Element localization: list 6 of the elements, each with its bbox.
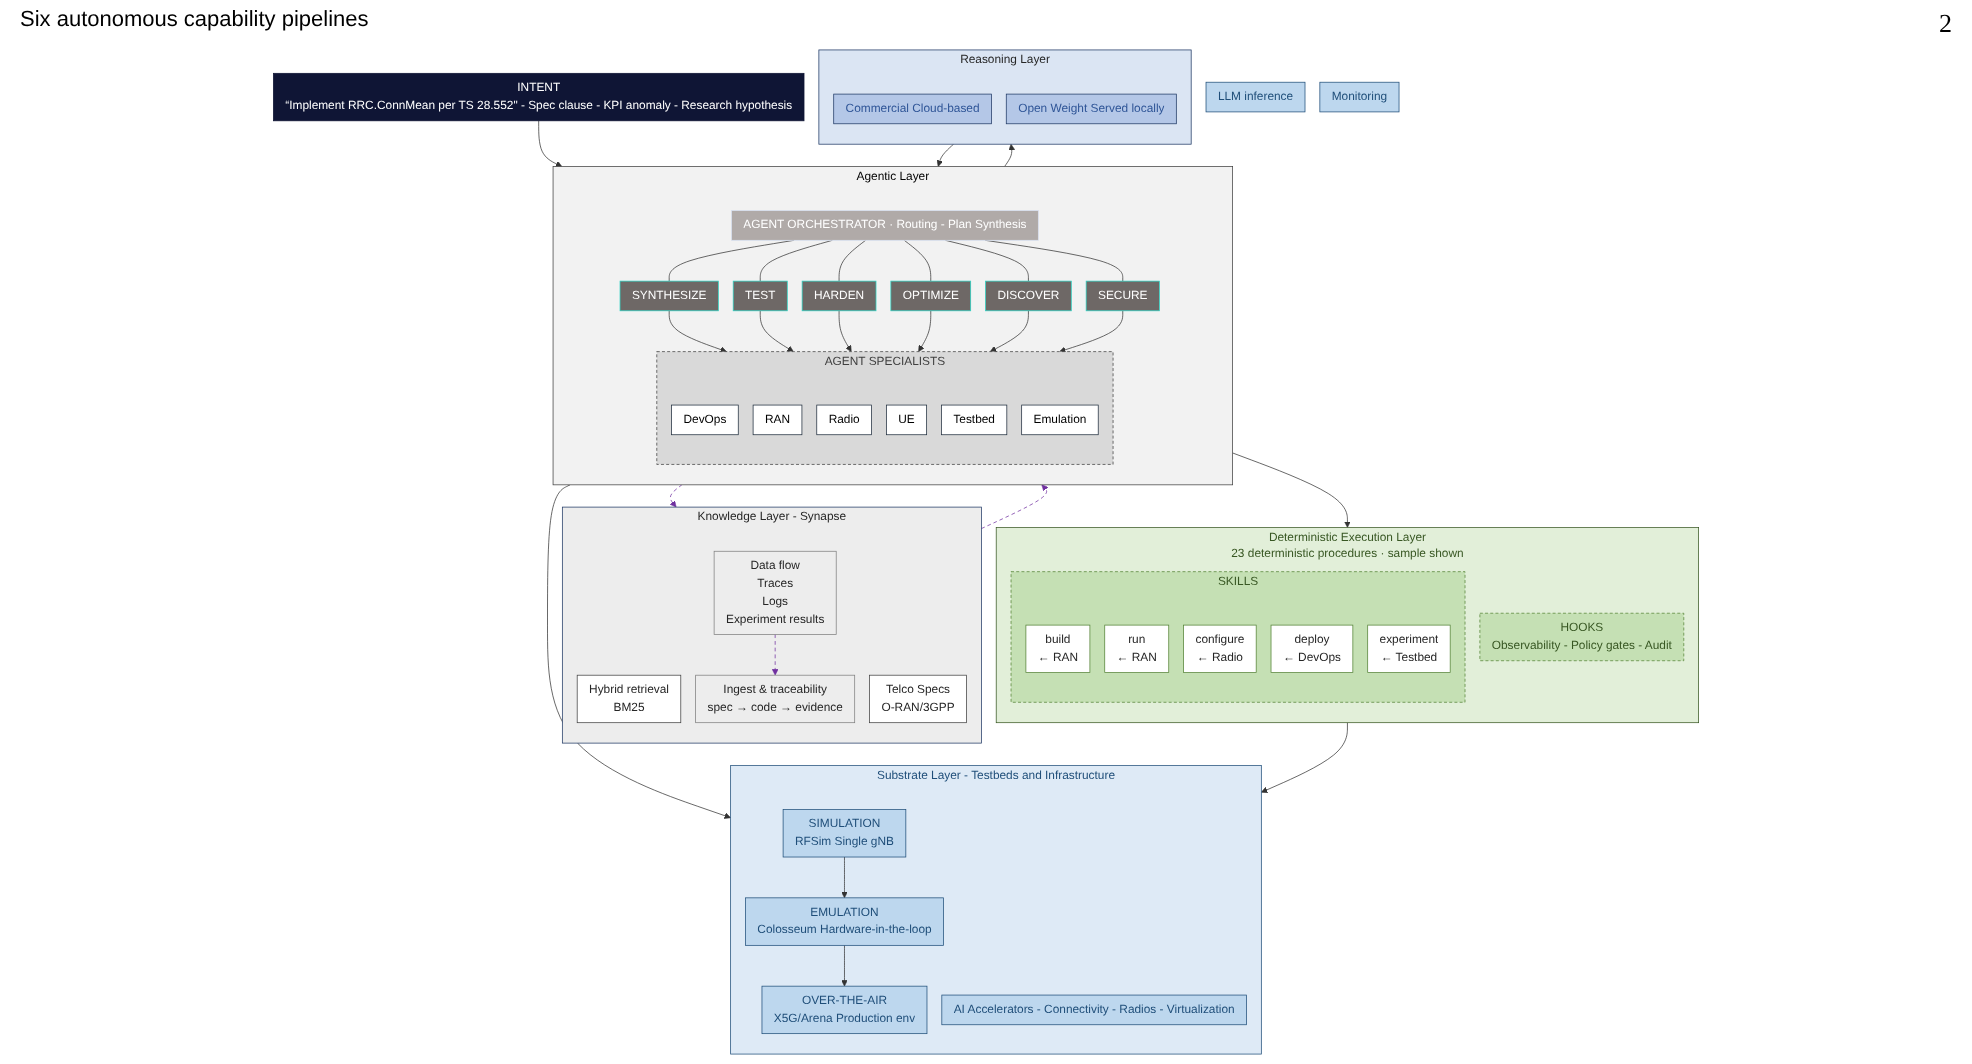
connector (838, 239, 866, 282)
page-number: 2 (1939, 8, 1952, 40)
connector (944, 239, 1029, 282)
connector (759, 239, 833, 282)
connector (903, 239, 932, 282)
side-note: Six autonomous capability pipelines (20, 8, 369, 32)
